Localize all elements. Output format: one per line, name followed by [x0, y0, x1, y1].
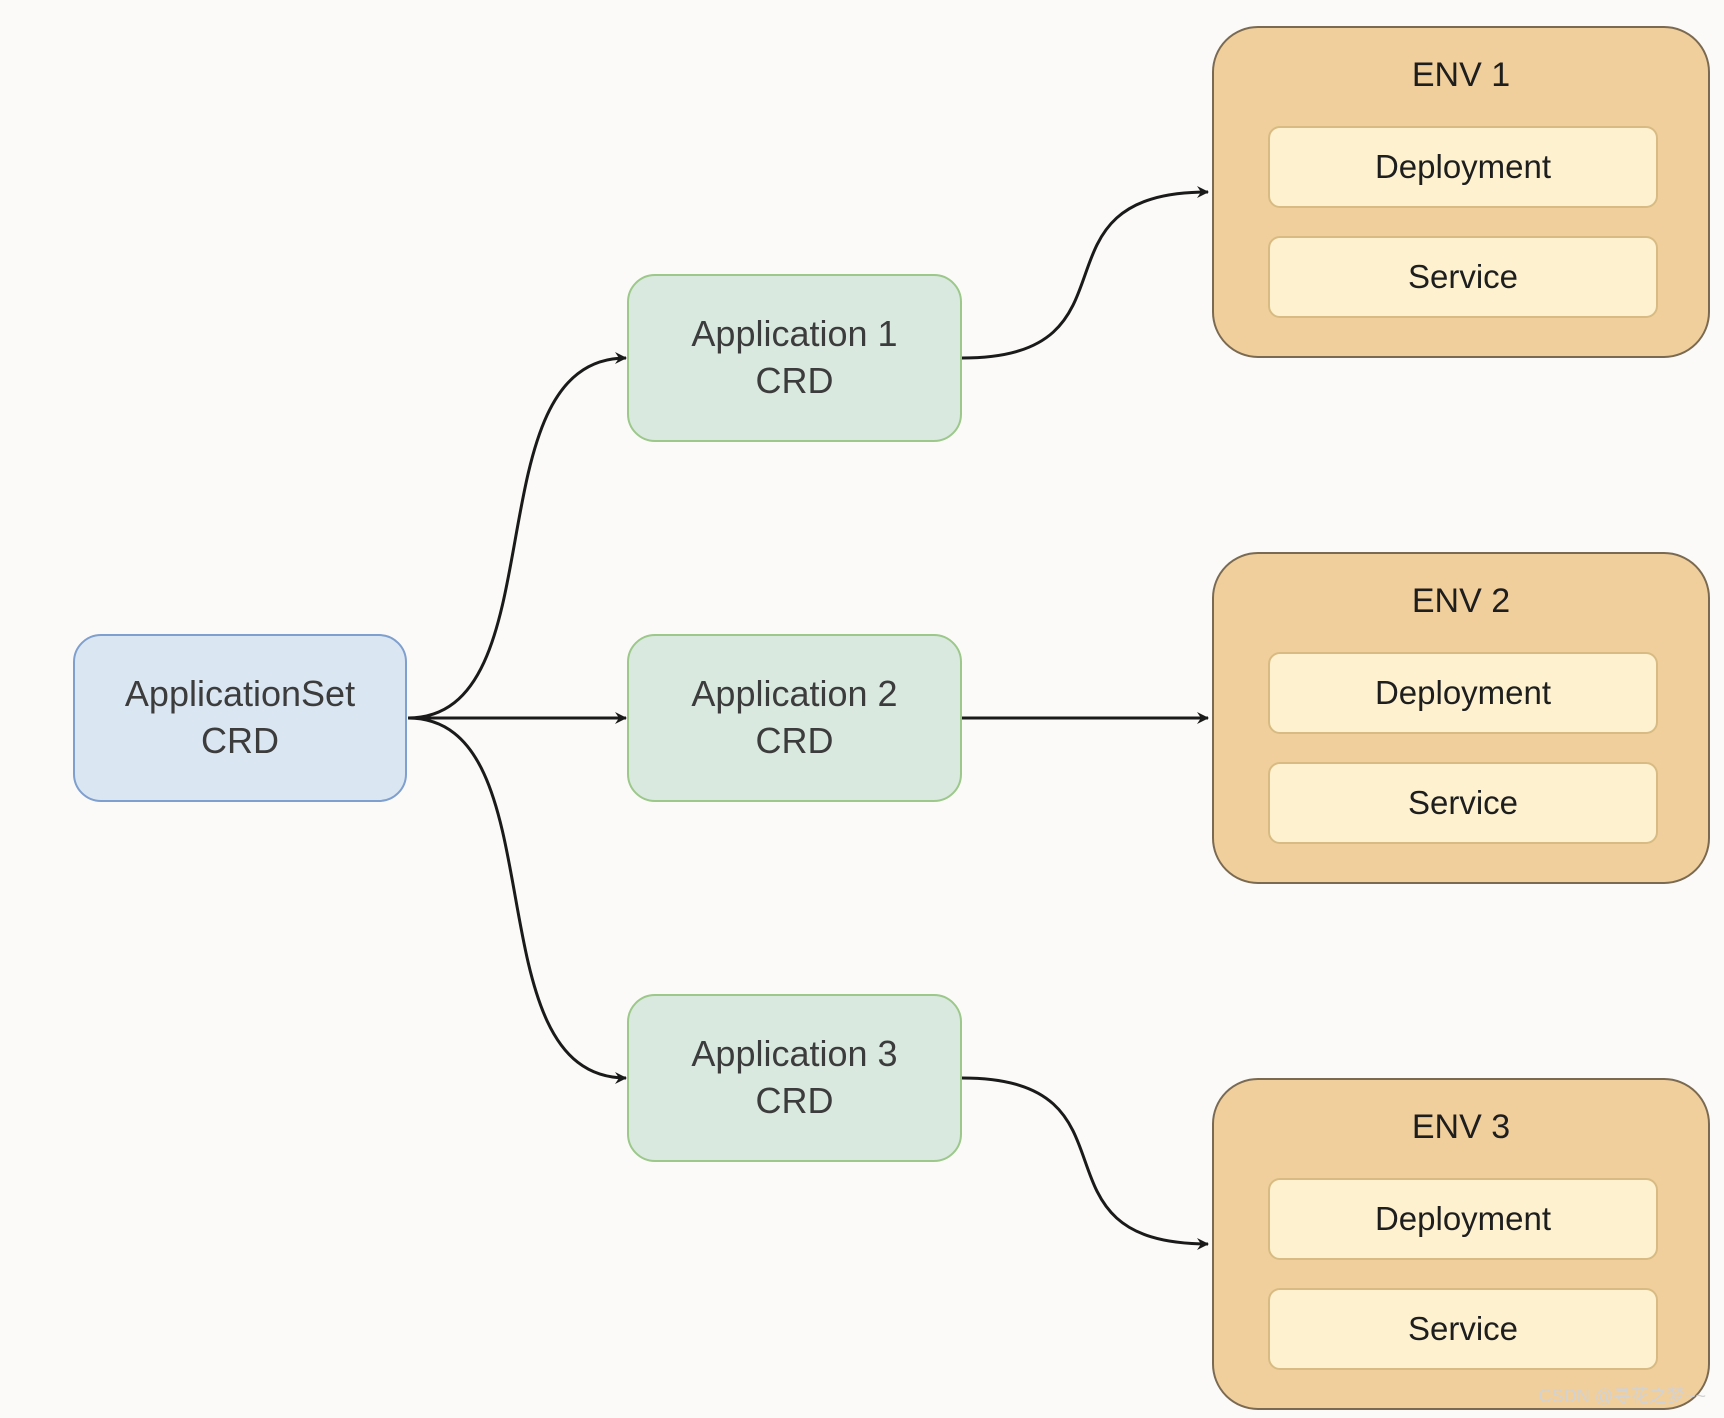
env-1-service: Service [1268, 236, 1658, 318]
edge-appset-to-app1 [407, 352, 627, 720]
application-1-label: Application 1 [691, 313, 898, 355]
env-2-service: Service [1268, 762, 1658, 844]
application-1-sublabel: CRD [755, 360, 834, 401]
env-3-service: Service [1268, 1288, 1658, 1370]
env-3-title: ENV 3 [1411, 1108, 1511, 1146]
edge-app3-to-env3 [961, 1076, 1209, 1250]
application-2-label: Application 2 [691, 673, 898, 715]
applicationset-crd-node: ApplicationSet CRD [73, 634, 407, 802]
application-1-crd-node: Application 1 CRD [627, 274, 962, 442]
env-3-group: ENV 3 Deployment Service [1212, 1078, 1710, 1410]
application-3-sublabel: CRD [755, 1080, 834, 1121]
env-2-title: ENV 2 [1411, 582, 1511, 620]
edge-appset-to-app3 [407, 716, 627, 1084]
env-1-title: ENV 1 [1411, 56, 1511, 94]
application-2-crd-node: Application 2 CRD [627, 634, 962, 802]
env-2-group: ENV 2 Deployment Service [1212, 552, 1710, 884]
env-1-deployment: Deployment [1268, 126, 1658, 208]
env-3-deployment: Deployment [1268, 1178, 1658, 1260]
env-2-deployment: Deployment [1268, 652, 1658, 734]
env-1-group: ENV 1 Deployment Service [1212, 26, 1710, 358]
edge-app1-to-env1 [961, 186, 1209, 360]
watermark: CSDN @寻花之梦~~ [1538, 1386, 1706, 1406]
application-3-crd-node: Application 3 CRD [627, 994, 962, 1162]
application-3-label: Application 3 [691, 1033, 898, 1075]
application-2-sublabel: CRD [755, 720, 834, 761]
applicationset-sublabel: CRD [201, 720, 279, 761]
applicationset-label: ApplicationSet [124, 673, 356, 715]
